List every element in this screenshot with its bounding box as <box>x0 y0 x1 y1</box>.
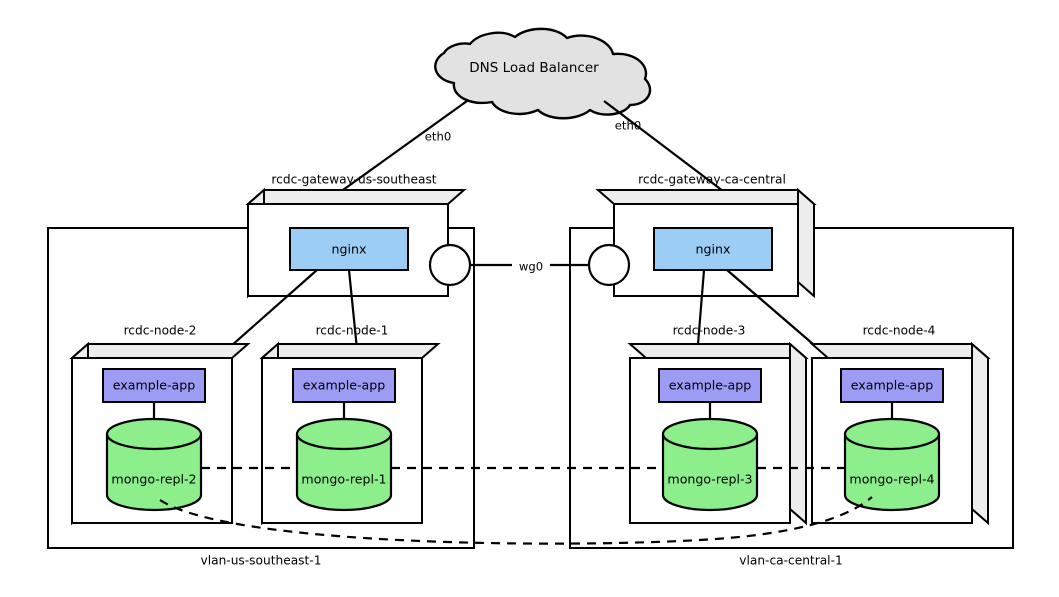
mongo-repl-4-cyl-top[interactable] <box>843 417 941 451</box>
eth0-left-label: eth0 <box>425 130 451 144</box>
mongo-repl-1-label: mongo-repl-1 <box>301 472 386 487</box>
rcdc-node-2-top-face <box>69 343 251 359</box>
gateway-ca-central-side-face <box>797 187 815 299</box>
cloud-label: DNS Load Balancer <box>469 60 599 76</box>
gateway-us-southeast-label: rcdc-gateway-us-southeast <box>271 173 436 187</box>
wg0-endpoint-right-circle[interactable] <box>587 243 631 287</box>
rcdc-node-1-label: rcdc-node-1 <box>316 324 389 338</box>
node-rcdc-node-2[interactable]: rcdc-node-2 example-app mongo-repl-2 <box>69 324 251 526</box>
gateway-ca-central-label: rcdc-gateway-ca-central <box>638 173 786 187</box>
nginx-service-right-label: nginx <box>696 242 731 257</box>
cloud-shape <box>434 27 652 120</box>
wg0-endpoint-left-circle[interactable] <box>428 243 472 287</box>
gateway-ca-central-top-face <box>595 189 817 205</box>
mongo-repl-1-cyl-top[interactable] <box>295 417 393 451</box>
mongo-repl-1-cyl-body <box>295 432 393 512</box>
replication-link-2-4 <box>159 496 873 545</box>
mongo-repl-4-cyl-body <box>843 432 941 512</box>
mongo-repl-4-label: mongo-repl-4 <box>849 472 934 487</box>
rcdc-node-3-top-face <box>627 343 809 359</box>
node-rcdc-node-4[interactable]: rcdc-node-4 example-app mongo-repl-4 <box>809 324 991 526</box>
example-app-node3-rect[interactable] <box>658 368 762 403</box>
example-app-node1-label: example-app <box>303 378 385 393</box>
node-rcdc-node-1[interactable]: rcdc-node-1 example-app mongo-repl-1 <box>259 324 441 526</box>
wg0-label: wg0 <box>519 260 543 274</box>
mongo-repl-3-cyl-body <box>661 432 759 512</box>
mongo-repl-2-cyl-top[interactable] <box>105 417 203 451</box>
rcdc-node-3-label: rcdc-node-3 <box>673 324 746 338</box>
rcdc-node-4-top-face <box>809 343 991 359</box>
nginx-service-right-rect[interactable] <box>653 227 773 271</box>
example-app-node2-rect[interactable] <box>102 368 206 403</box>
example-app-node1-rect[interactable] <box>292 368 396 403</box>
rcdc-node-2-label: rcdc-node-2 <box>124 324 197 338</box>
eth0-right-label: eth0 <box>615 119 641 133</box>
vlan-ca-central-1-label: vlan-ca-central-1 <box>739 554 842 568</box>
dns-load-balancer-cloud: DNS Load Balancer <box>434 27 652 120</box>
mongo-repl-2-cyl-body <box>105 432 203 512</box>
wg0-label-backdrop <box>512 256 550 274</box>
gateway-us-southeast[interactable]: rcdc-gateway-us-southeast nginx <box>245 173 467 299</box>
vlan-us-southeast-1-label: vlan-us-southeast-1 <box>201 554 322 568</box>
example-app-node4-label: example-app <box>851 378 933 393</box>
rcdc-node-4-label: rcdc-node-4 <box>863 324 936 338</box>
gateway-ca-central[interactable]: rcdc-gateway-ca-central nginx <box>595 173 817 299</box>
node-rcdc-node-3[interactable]: rcdc-node-3 example-app mongo-repl-3 <box>627 324 809 526</box>
rcdc-node-1-top-face <box>259 343 441 359</box>
mongo-repl-2-label: mongo-repl-2 <box>111 472 196 487</box>
rcdc-node-3-side-face <box>789 341 807 526</box>
gateway-us-southeast-top-face <box>245 189 467 205</box>
example-app-node3-label: example-app <box>669 378 751 393</box>
mongo-repl-3-label: mongo-repl-3 <box>667 472 752 487</box>
rcdc-node-4-side-face <box>971 341 989 526</box>
example-app-node2-label: example-app <box>113 378 195 393</box>
mongo-repl-3-cyl-top[interactable] <box>661 417 759 451</box>
nginx-service-left-label: nginx <box>332 242 367 257</box>
